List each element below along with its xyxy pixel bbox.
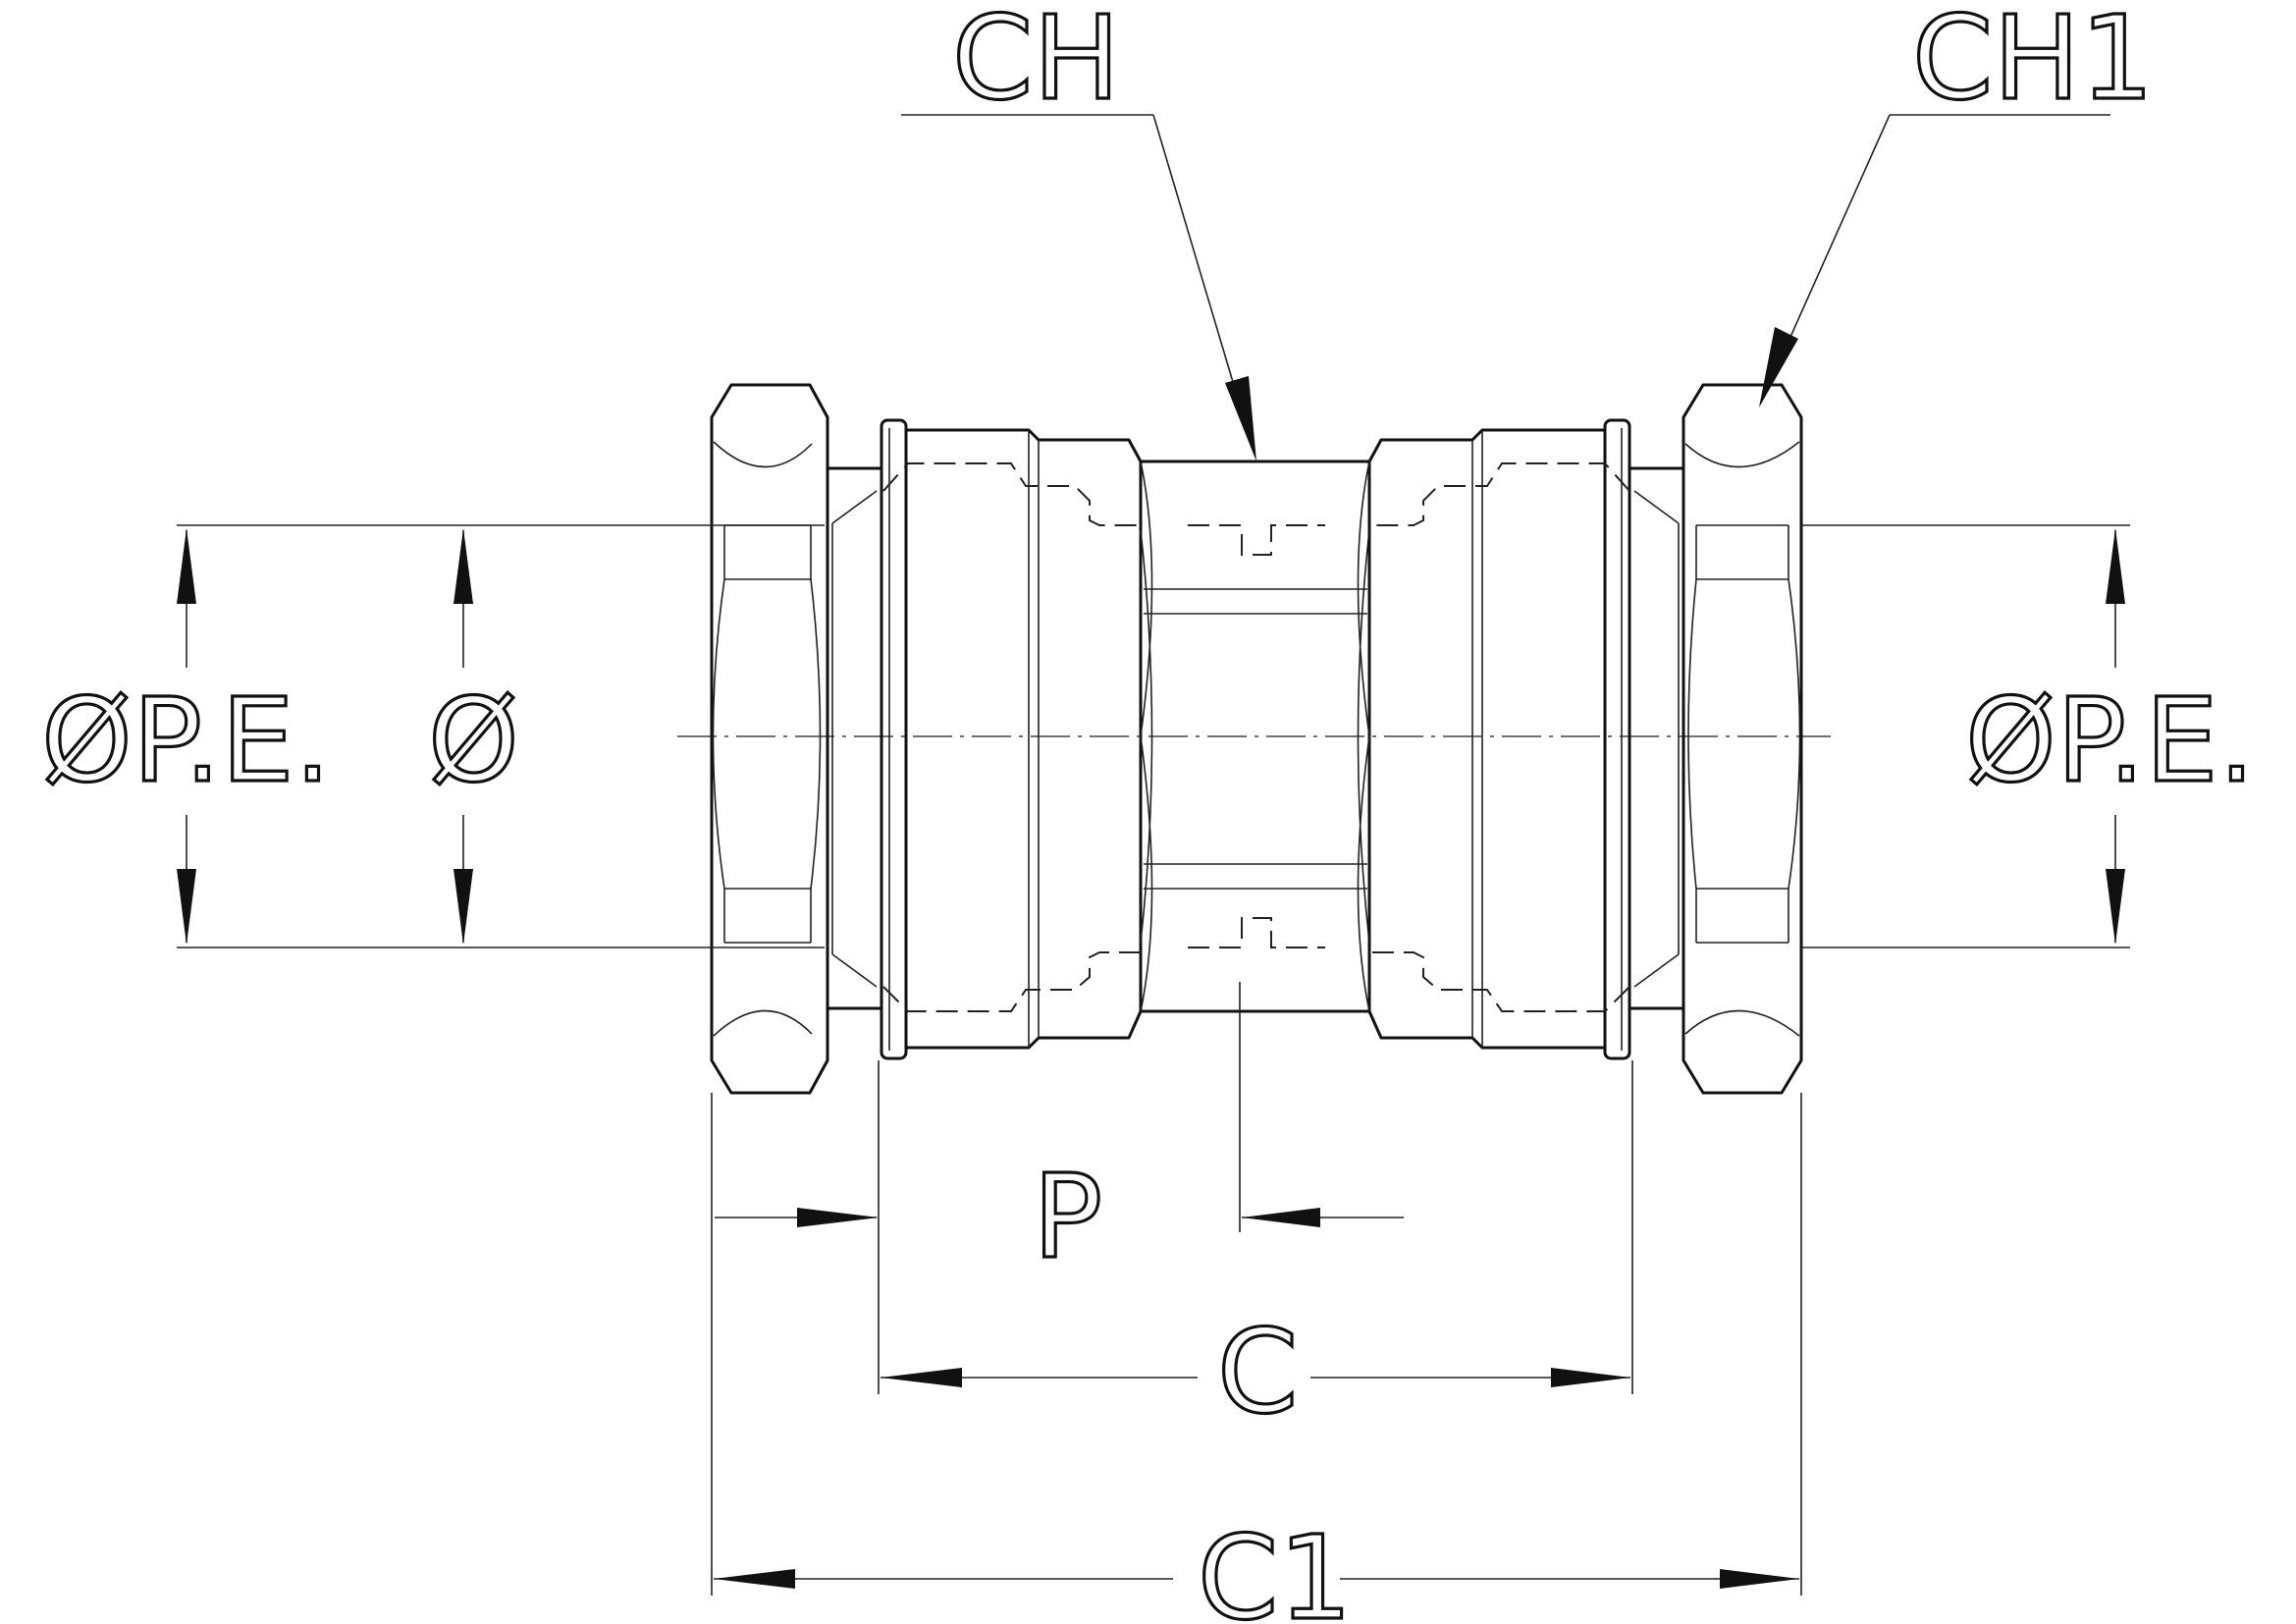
- dim-ope-right: [2106, 528, 2125, 945]
- right-collar: [1628, 466, 1685, 1010]
- label-ope-left: ØP.E.: [41, 673, 331, 808]
- extension-lines: [177, 524, 2130, 1596]
- label-ch: CH: [952, 0, 1120, 126]
- central-waist: [1139, 460, 1371, 1013]
- right-flange: [1603, 418, 1631, 1060]
- hidden-bore-lines: [882, 462, 1630, 1012]
- label-c: C: [1217, 1304, 1298, 1439]
- left-hex-nut: [710, 383, 829, 1095]
- dim-c: [881, 1368, 1630, 1387]
- leader-ch1: [1759, 114, 2110, 407]
- dim-p: [715, 1208, 1404, 1227]
- label-ch1: CH1: [1912, 0, 2154, 126]
- leader-ch: [901, 114, 1256, 461]
- dim-diameter: [454, 528, 473, 945]
- label-diameter: Ø: [428, 673, 519, 808]
- right-body: [1357, 428, 1607, 1050]
- label-ope-right: ØP.E.: [1965, 673, 2255, 808]
- label-c1: C1: [1198, 1510, 1352, 1624]
- label-p: P: [1033, 1149, 1102, 1284]
- left-collar: [826, 466, 883, 1010]
- left-flange: [880, 418, 908, 1060]
- dim-ope-left: [177, 528, 196, 945]
- right-hex-nut: [1682, 383, 1803, 1095]
- dim-c1: [714, 1569, 1799, 1589]
- left-body: [904, 428, 1153, 1050]
